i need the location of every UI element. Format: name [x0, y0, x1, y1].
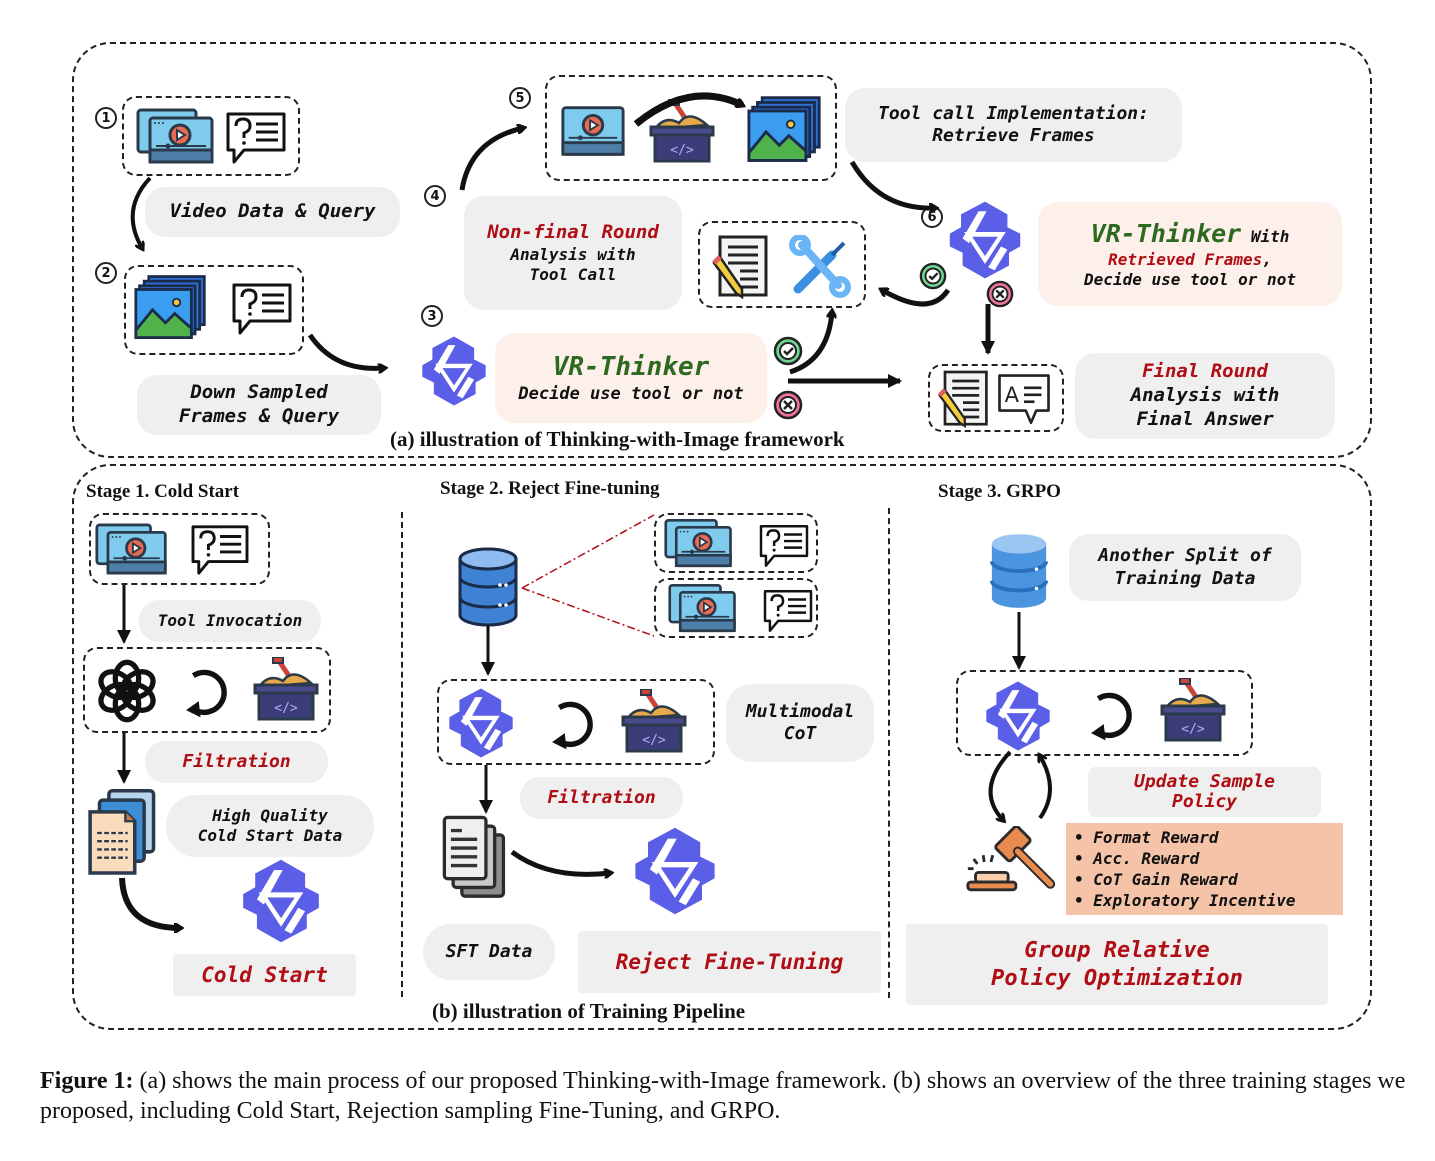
stage-divider-1 [401, 512, 403, 997]
retrieve-tool-box [545, 75, 837, 181]
multimodal-cot-label: Multimodal CoT [726, 684, 874, 762]
tool-call-box [698, 221, 866, 308]
high-quality-data-label: High Quality Cold Start Data [166, 795, 374, 857]
arrow-s3-reward-to-model [1040, 756, 1052, 820]
reward-item: Exploratory Incentive [1074, 890, 1335, 911]
panel-b-pipeline [72, 464, 1372, 1030]
stage2-generation-box [437, 679, 715, 765]
reward-item: CoT Gain Reward [1074, 869, 1335, 890]
grpo-result: Group Relative Policy Optimization [906, 924, 1328, 1005]
arrow-s2-sft-to-model [510, 849, 610, 874]
dashdot-sample-line-2 [521, 587, 655, 637]
downsampled-label: Down Sampled Frames & Query [137, 375, 381, 435]
arrow-2-to-3 [307, 333, 384, 368]
panel-a-framework [72, 42, 1372, 458]
figure-label: Figure 1: [40, 1068, 134, 1094]
stage1-input-box [89, 513, 270, 585]
reject-finetuning-result: Reject Fine-Tuning [578, 931, 881, 993]
dashdot-sample-line-1 [521, 514, 655, 589]
stage1-filtration-label: Filtration [145, 741, 328, 783]
figure-caption-text: (a) shows the main process of our propos… [40, 1068, 1406, 1124]
update-policy-label: Update Sample Policy [1088, 767, 1321, 817]
stage1-generation-box [83, 647, 331, 733]
final-answer-box [928, 364, 1064, 432]
stage2-filtration-label: Filtration [520, 777, 683, 819]
arrow-3-to-tools [789, 312, 832, 375]
arrow-s3-model-to-reward [988, 750, 1012, 820]
reward-item: Acc. Reward [1074, 848, 1335, 869]
tool-invocation-label: Tool Invocation [139, 600, 321, 642]
video-query-box [122, 96, 300, 176]
step-1-marker: 1 [95, 107, 117, 129]
vr-thinker-decision-box: VR-Thinker Decide use tool or not [495, 333, 767, 423]
arrow-1-to-2 [130, 176, 152, 248]
video-data-query-label: Video Data & Query [145, 187, 400, 237]
nonfinal-round-box: Non-final Round Analysis with Tool Call [464, 196, 682, 310]
stage3-generation-box [956, 670, 1253, 756]
stage-divider-2 [888, 508, 890, 998]
step-5-marker: 5 [509, 87, 531, 109]
vr-thinker-retrieved-box: VR-Thinker With Retrieved Frames, Decide… [1038, 202, 1342, 306]
training-data-split-label: Another Split of Training Data [1069, 534, 1301, 601]
reward-list: Format Reward Acc. Reward CoT Gain Rewar… [1066, 823, 1343, 915]
arrow-impl-to-6 [849, 160, 935, 208]
part-b-caption: (b) illustration of Training Pipeline [432, 999, 746, 1023]
stage2-sample-box-1 [654, 513, 818, 573]
stage2-sample-box-2 [654, 578, 818, 638]
arrow-6-to-tools [882, 290, 951, 307]
part-a-caption: (a) illustration of Thinking-with-Image … [390, 427, 845, 451]
sft-data-label: SFT Data [423, 924, 555, 980]
stage-1-title: Stage 1. Cold Start [86, 481, 240, 502]
cold-start-result: Cold Start [173, 954, 356, 996]
arrow-4-to-5 [459, 128, 523, 191]
step-2-marker: 2 [95, 262, 117, 284]
reward-item: Format Reward [1074, 827, 1335, 848]
step-4-marker: 4 [424, 185, 446, 207]
figure-caption: Figure 1: (a) shows the main process of … [40, 1066, 1410, 1126]
stage-2-title: Stage 2. Reject Fine-tuning [440, 478, 660, 499]
downsampled-box [124, 265, 304, 355]
tool-implementation-label: Tool call Implementation: Retrieve Frame… [845, 88, 1182, 162]
step-3-marker: 3 [421, 305, 443, 327]
final-round-box: Final Round Analysis with Final Answer [1075, 353, 1335, 439]
stage-3-title: Stage 3. GRPO [938, 481, 1061, 502]
arrow-s1-docs-to-model [119, 877, 180, 928]
